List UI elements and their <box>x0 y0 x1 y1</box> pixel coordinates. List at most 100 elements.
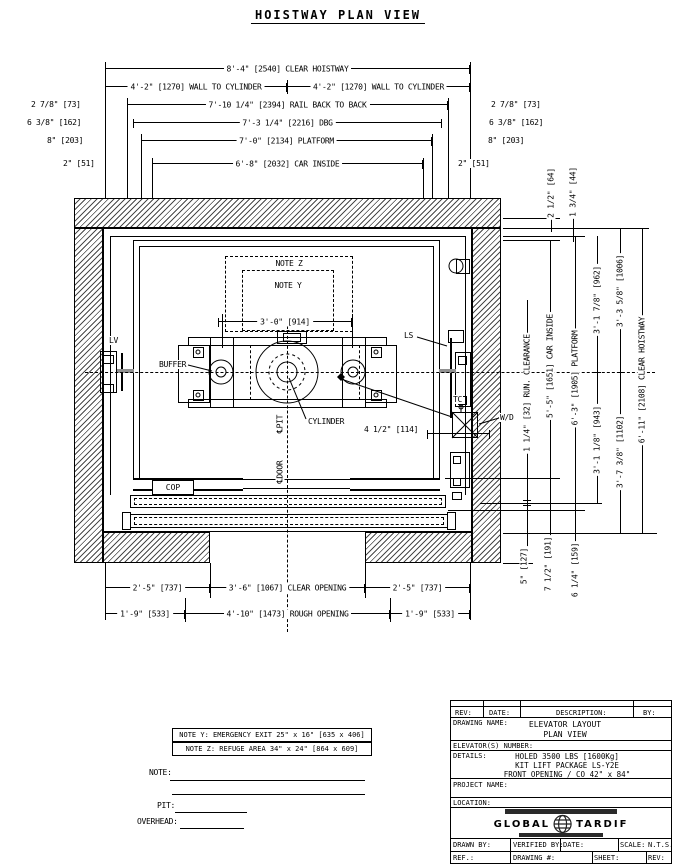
pipe-clamp <box>456 259 470 274</box>
landing-door-panel <box>134 517 444 525</box>
bolt-plate <box>371 390 382 401</box>
tb-by-header: BY: <box>643 709 656 717</box>
dim-label: 4'-2" [1270] WALL TO CYLINDER <box>127 82 265 92</box>
car-sill <box>130 495 446 508</box>
right-rail <box>450 338 452 418</box>
dim-label: 2'-5" [737] <box>389 583 446 593</box>
dim-962: 3'-1 7/8" [962] <box>592 264 602 336</box>
dim-side-51-left: 2" [51] <box>62 159 96 168</box>
globe-icon <box>553 814 573 834</box>
tb-verified-by-label: VERIFIED BY: <box>513 841 564 849</box>
limit-switch-box <box>448 330 464 343</box>
tb-divider <box>450 797 672 798</box>
tb-date-header: DATE: <box>489 709 511 717</box>
dim-side-51-right: 2" [51] <box>457 159 491 168</box>
left-rail-bolt <box>103 355 114 364</box>
extension-line <box>503 218 560 219</box>
door-operator-foot <box>452 492 462 500</box>
tb-divider <box>450 706 672 707</box>
tb-divider <box>483 700 484 717</box>
buffer-leader <box>187 364 213 372</box>
leader-diamond <box>337 373 345 381</box>
extension-line <box>448 510 585 511</box>
tb-details-2: KIT LIFT PACKAGE LS-Y2E <box>515 761 619 770</box>
dim-label: 8'-4" [2540] CLEAR HOISTWAY <box>223 64 352 74</box>
tb-rev2-label: REV: <box>648 854 665 862</box>
wd-box <box>452 412 478 438</box>
logo-fineprint-bottom <box>519 833 603 837</box>
dim-191: 7 1/2" [191] <box>543 534 553 594</box>
tb-divider <box>450 807 672 808</box>
note-blank-line2 <box>172 794 365 795</box>
extension-line <box>503 563 533 564</box>
ls-label: LS <box>403 331 415 340</box>
tb-divider <box>450 838 672 839</box>
wd-leader <box>478 417 500 425</box>
tb-drawing-name-2: PLAN VIEW <box>543 730 587 739</box>
tb-details-label: DETAILS: <box>453 752 487 760</box>
extension-line <box>105 62 106 198</box>
dim-159: 6 1/4" [159] <box>570 540 580 600</box>
note-z-label: NOTE Z <box>265 259 313 268</box>
dim-label: 6'-8" [2032] CAR INSIDE <box>232 159 343 169</box>
centerline-door-label: ℄DOOR <box>275 458 285 486</box>
dim-platform-v: 6'-3" [1905] PLATFORM <box>570 328 580 428</box>
tb-drawing-no-label: DRAWING #: <box>513 854 556 862</box>
tc-label: TC <box>452 395 464 404</box>
note-blank-line <box>170 780 365 781</box>
centerline-pit-label: ℄PIT <box>275 412 285 436</box>
tb-divider <box>520 700 521 717</box>
dim-44: 1 3/4" [44] <box>568 165 578 219</box>
door-operator-bracket <box>450 452 470 488</box>
dim-label: 2'-5" [737] <box>129 583 186 593</box>
dim-run-clearance: 1 1/4" [32] RUN. CLEARANCE <box>522 332 532 454</box>
dim-line-v <box>620 228 621 533</box>
tb-project-name-label: PROJECT NAME: <box>453 781 508 789</box>
tb-details-1: HOLED 3500 LBS [1600Kg] <box>515 752 619 761</box>
pipe-clamp-circle <box>448 258 464 274</box>
dim-side-73-right: 2 7/8" [73] <box>490 100 542 109</box>
extension-line <box>432 134 433 198</box>
lv-label: LV <box>108 336 120 345</box>
tb-drawing-name-label: DRAWING NAME: <box>453 719 508 727</box>
extension-line <box>503 228 649 229</box>
dim-dbg: 7'-3 1/4" [2216] DBG <box>133 118 442 128</box>
dim-943: 3'-1 1/8" [943] <box>592 404 602 476</box>
dim-3-0: 3'-0" [914] <box>218 317 352 327</box>
tb-divider <box>510 838 511 851</box>
dim-line-v <box>597 236 598 503</box>
pit-blank-line <box>175 812 247 813</box>
tb-divider <box>633 700 634 717</box>
pit-label: PIT: <box>156 801 177 810</box>
horizontal-centerline <box>85 372 655 373</box>
extension-line <box>365 563 366 598</box>
dim-clear-opening: 3'-6" [1067] CLEAR OPENING <box>210 583 365 593</box>
logo-tardif-text: TARDIF <box>576 818 629 830</box>
tb-elevator-number-label: ELEVATOR(S) NUMBER: <box>453 742 534 750</box>
dim-side-162-left: 6 3/8" [162] <box>26 118 83 127</box>
extension-line <box>352 314 353 348</box>
tb-rev-header: REV: <box>455 709 472 717</box>
cylinder-yoke <box>277 331 307 344</box>
dim-533-left: 1'-9" [533] <box>105 609 185 619</box>
door-operator-bolt <box>453 456 461 464</box>
extension-line <box>503 236 585 237</box>
extension-line <box>503 240 560 241</box>
tb-nts-value: N.T.S. <box>648 841 674 849</box>
dim-label: 3'-6" [1067] CLEAR OPENING <box>225 583 350 593</box>
extension-line <box>222 314 223 348</box>
tb-divider <box>510 851 511 864</box>
extension-line <box>127 98 128 198</box>
dim-127: 5" [127] <box>519 545 529 587</box>
right-rail-bolt <box>458 356 467 365</box>
extension-line <box>152 158 153 198</box>
dim-label: 4'-2" [1270] WALL TO CYLINDER <box>310 82 447 92</box>
dim-533-right: 1'-9" [533] <box>390 609 470 619</box>
tb-divider <box>592 851 593 864</box>
dim-1102: 3'-7 3/8" [1102] <box>615 413 625 491</box>
wd-label: W/D <box>499 413 515 422</box>
dim-side-203-left: 8" [203] <box>46 136 85 145</box>
tb-divider <box>450 717 672 718</box>
overhead-label: OVERHEAD: <box>136 817 179 826</box>
